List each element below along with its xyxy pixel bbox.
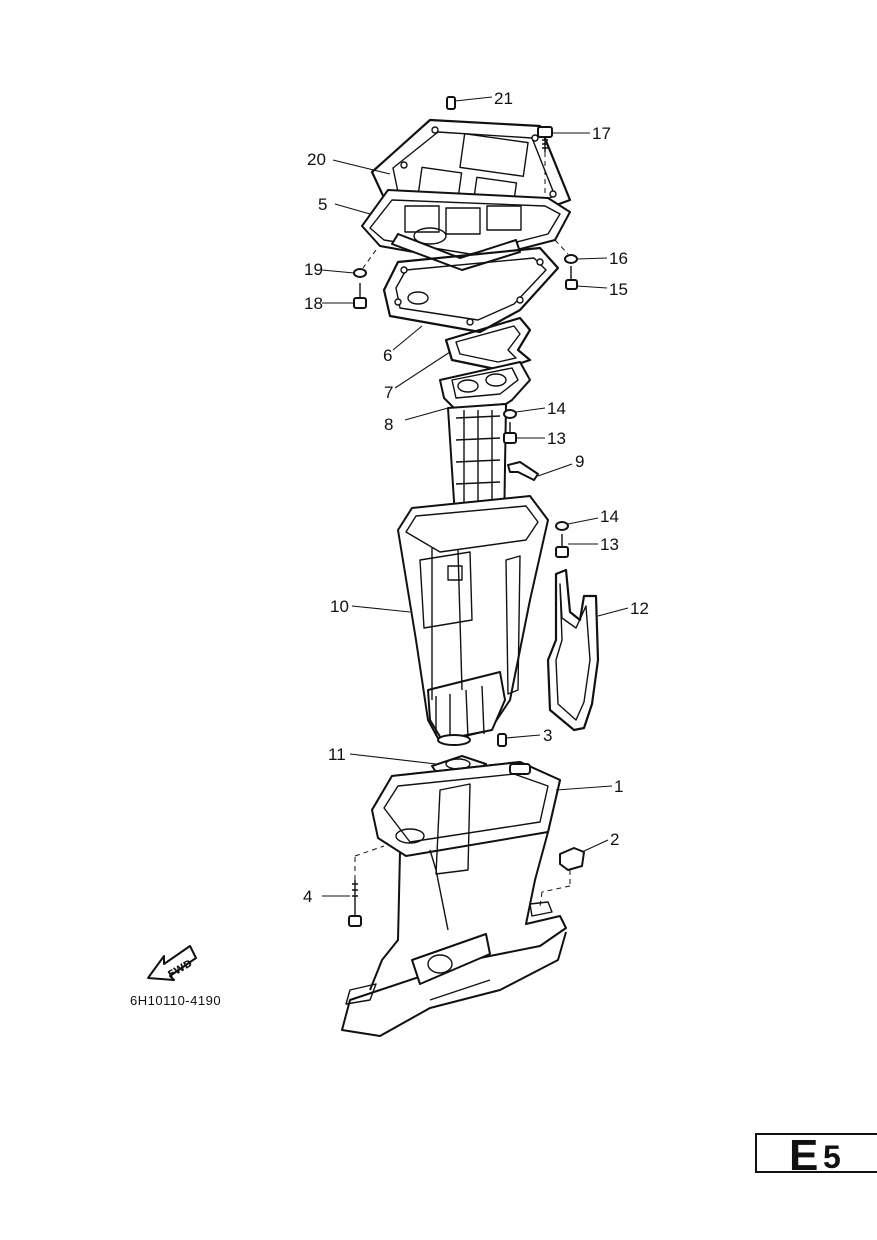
callout-19: 19: [304, 260, 323, 279]
callout-20: 20: [307, 150, 326, 169]
part-16-washer: [554, 239, 608, 264]
page-tab-number: 5: [823, 1139, 841, 1175]
part-13-bolt-upper: [503, 422, 545, 444]
callout-7: 7: [384, 383, 393, 402]
part-13-bolt-lower: [555, 534, 598, 558]
part-10-oil-pan: [351, 495, 549, 746]
callout-5: 5: [318, 195, 327, 214]
part-5-exhaust-guide: [334, 189, 571, 271]
page-tab-letter: E: [789, 1131, 819, 1180]
part-21-dowel-pin: [446, 96, 493, 110]
callout-9: 9: [575, 452, 584, 471]
part-17-bolt: [537, 126, 590, 196]
part-4-long-bolt: [322, 845, 385, 927]
callout-10: 10: [330, 597, 349, 616]
part-18-bolt: [322, 283, 367, 309]
part-3-dowel: [497, 733, 541, 747]
callout-17: 17: [592, 124, 611, 143]
callout-6: 6: [383, 346, 392, 365]
callout-13-upper: 13: [547, 429, 566, 448]
callout-2: 2: [610, 830, 619, 849]
part-15-bolt: [565, 266, 608, 290]
part-12-rubber-seal: [546, 568, 629, 732]
part-7-exhaust-gasket: [394, 316, 532, 389]
callout-8: 8: [384, 415, 393, 434]
callout-14-upper: 14: [547, 399, 566, 418]
part-1-upper-casing: [341, 761, 613, 1037]
callout-18: 18: [304, 294, 323, 313]
part-19-washer: [321, 249, 377, 278]
callout-15: 15: [609, 280, 628, 299]
diagram-code: 6H10110-4190: [130, 993, 222, 1008]
callout-21: 21: [494, 89, 513, 108]
part-9-clip: [507, 461, 573, 481]
callout-4: 4: [303, 887, 312, 906]
part-14-washer-lower: [555, 517, 599, 531]
callout-13-lower: 13: [600, 535, 619, 554]
callout-1: 1: [614, 777, 623, 796]
callout-11: 11: [328, 745, 346, 764]
part-14-washer-upper: [503, 407, 546, 419]
callout-3: 3: [543, 726, 552, 745]
page-tab: E 5: [755, 1131, 877, 1180]
part-6-gasket: [382, 246, 560, 351]
part-2-cover-plug: [529, 839, 609, 917]
fwd-arrow-icon: FWD: [147, 945, 197, 981]
callout-14-lower: 14: [600, 507, 619, 526]
callout-16: 16: [609, 249, 628, 268]
callout-12: 12: [630, 599, 649, 618]
